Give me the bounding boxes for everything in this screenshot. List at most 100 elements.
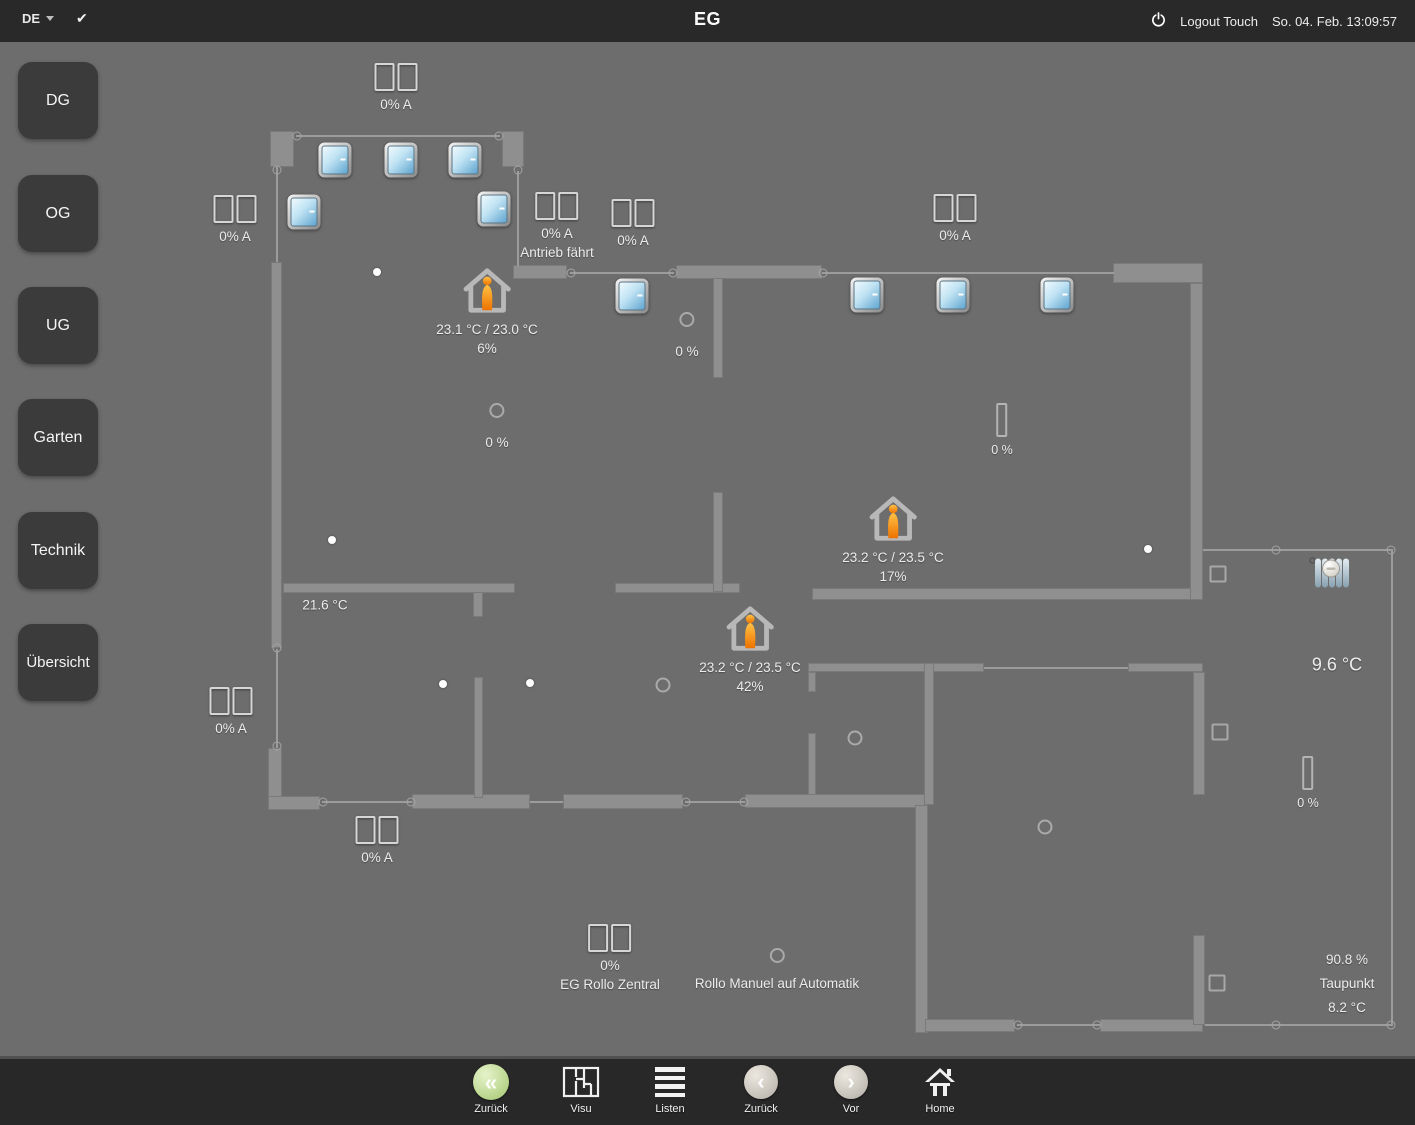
shutter-control[interactable]: 0% A [209, 687, 253, 739]
valve-control[interactable]: 0 % [991, 403, 1013, 461]
shutter-control[interactable]: 0% A [611, 199, 655, 251]
bottom-bar [0, 1056, 1415, 1125]
confirm-check-icon[interactable]: ✔ [76, 10, 88, 26]
switch-icon[interactable] [1037, 819, 1053, 835]
wall-line [1205, 1024, 1393, 1026]
sidebar-label: Übersicht [26, 654, 90, 671]
nav-home-button[interactable]: Home [895, 1062, 985, 1115]
shutter-control[interactable]: 0% A [355, 816, 399, 868]
wall-segment [676, 265, 822, 279]
wall-joint [668, 268, 678, 278]
sidebar-item-garten[interactable]: Garten [18, 399, 98, 476]
shutter-icon [588, 924, 632, 952]
wall-segment [1193, 672, 1205, 795]
wall-segment [502, 131, 524, 167]
logout-button[interactable]: Logout Touch [1180, 13, 1258, 29]
nav-forward-button[interactable]: › Vor [806, 1062, 896, 1115]
sidebar-item-technik[interactable]: Technik [18, 512, 98, 589]
list-icon [655, 1062, 685, 1102]
wall-segment [615, 583, 740, 593]
house-person-icon [726, 606, 774, 651]
sidebar-item-uebersicht[interactable]: Übersicht [18, 624, 98, 701]
wall-segment [1100, 1019, 1203, 1032]
wall-joint [513, 165, 523, 175]
shutter-icon [611, 199, 655, 227]
shutter-value: 0% [600, 958, 620, 973]
shutter-control[interactable]: 0% A [933, 194, 977, 246]
shutter-status: Antrieb fährt [520, 245, 594, 260]
room-sensor[interactable]: 23.2 °C / 23.5 °C 17% [842, 494, 944, 587]
radiator-icon [1309, 555, 1351, 596]
shutter-control[interactable]: 0% A [213, 195, 257, 247]
sensor-value: 42% [736, 679, 764, 694]
shutter-value: 0% A [380, 97, 412, 112]
topbar-right-group: Logout Touch So. 04. Feb. 13:09:57 [1151, 0, 1397, 42]
dewpoint-value: 8.2 °C [1328, 1000, 1366, 1015]
circle-icon [679, 312, 695, 327]
wall-joint [406, 797, 416, 807]
nav-back-button[interactable]: ‹ Zurück [716, 1062, 806, 1115]
nav-visu-button[interactable]: Visu [536, 1062, 626, 1115]
shutter-icon [209, 687, 253, 715]
window-icon [287, 194, 321, 230]
wall-joint [272, 741, 282, 751]
valve-icon [996, 403, 1008, 437]
sensor-temperatures: 23.2 °C / 23.5 °C [699, 660, 801, 675]
nav-back-fast-button[interactable]: « Zurück [446, 1062, 536, 1115]
nav-label: Listen [655, 1103, 685, 1115]
shutter-icon [933, 194, 977, 222]
nav-label: Home [925, 1103, 955, 1115]
window-icon [477, 191, 511, 227]
nav-listen-button[interactable]: Listen [625, 1062, 715, 1115]
sidebar-label: UG [46, 316, 70, 334]
switch-icon[interactable] [655, 677, 671, 693]
language-dropdown[interactable]: DE [22, 11, 55, 26]
wall-line [276, 167, 278, 262]
wall-segment [473, 587, 483, 617]
shutter-control[interactable]: 0% A [374, 63, 418, 115]
wall-joint [739, 797, 749, 807]
sidebar-item-ug[interactable]: UG [18, 287, 98, 364]
valve-control[interactable]: 0 % [1297, 756, 1319, 814]
sidebar-item-dg[interactable]: DG [18, 62, 98, 139]
wall-joint [1271, 1020, 1281, 1030]
circle-icon [769, 948, 785, 963]
valve-value: 0 % [1297, 796, 1319, 810]
room-sensor[interactable]: 23.2 °C / 23.5 °C 42% [699, 604, 801, 697]
dimmer-control[interactable]: 0 % [485, 403, 509, 453]
room-sensor[interactable]: 23.1 °C / 23.0 °C 6% [436, 266, 538, 359]
shutter-value: 0% A [541, 226, 573, 241]
home-icon [922, 1062, 958, 1102]
light-indicator [526, 679, 534, 687]
wall-segment [1193, 935, 1205, 1025]
shutter-control[interactable]: 0% A Antrieb fährt [520, 192, 594, 263]
wall-segment [1113, 263, 1203, 283]
shutter-control-central[interactable]: 0% EG Rollo Zentral [560, 924, 660, 995]
power-icon[interactable] [1151, 12, 1166, 30]
wall-joint [566, 268, 576, 278]
house-person-icon [869, 496, 917, 541]
wall-joint [272, 643, 282, 653]
chevron-down-icon [46, 16, 55, 21]
wall-segment [812, 588, 1192, 600]
light-indicator [439, 680, 447, 688]
wall-line [984, 667, 1128, 669]
sidebar-label: Garten [33, 428, 83, 446]
sidebar-item-og[interactable]: OG [18, 175, 98, 252]
wall-line [530, 801, 563, 803]
switch-icon[interactable] [847, 730, 863, 746]
auto-switch[interactable]: Rollo Manuel auf Automatik [695, 948, 859, 994]
wall-line [296, 135, 500, 137]
wall-segment [745, 794, 925, 808]
floorplan-icon [562, 1062, 600, 1102]
language-label: DE [22, 11, 41, 26]
contact-square-icon [1208, 974, 1226, 992]
wall-joint [1271, 545, 1281, 555]
dimmer-control[interactable]: 0 % [675, 312, 699, 362]
wall-joint [272, 165, 282, 175]
sensor-value: 6% [477, 341, 497, 356]
chevron-left-icon: ‹ [744, 1065, 778, 1099]
wall-segment [915, 805, 928, 1033]
wall-line [1391, 549, 1393, 1026]
